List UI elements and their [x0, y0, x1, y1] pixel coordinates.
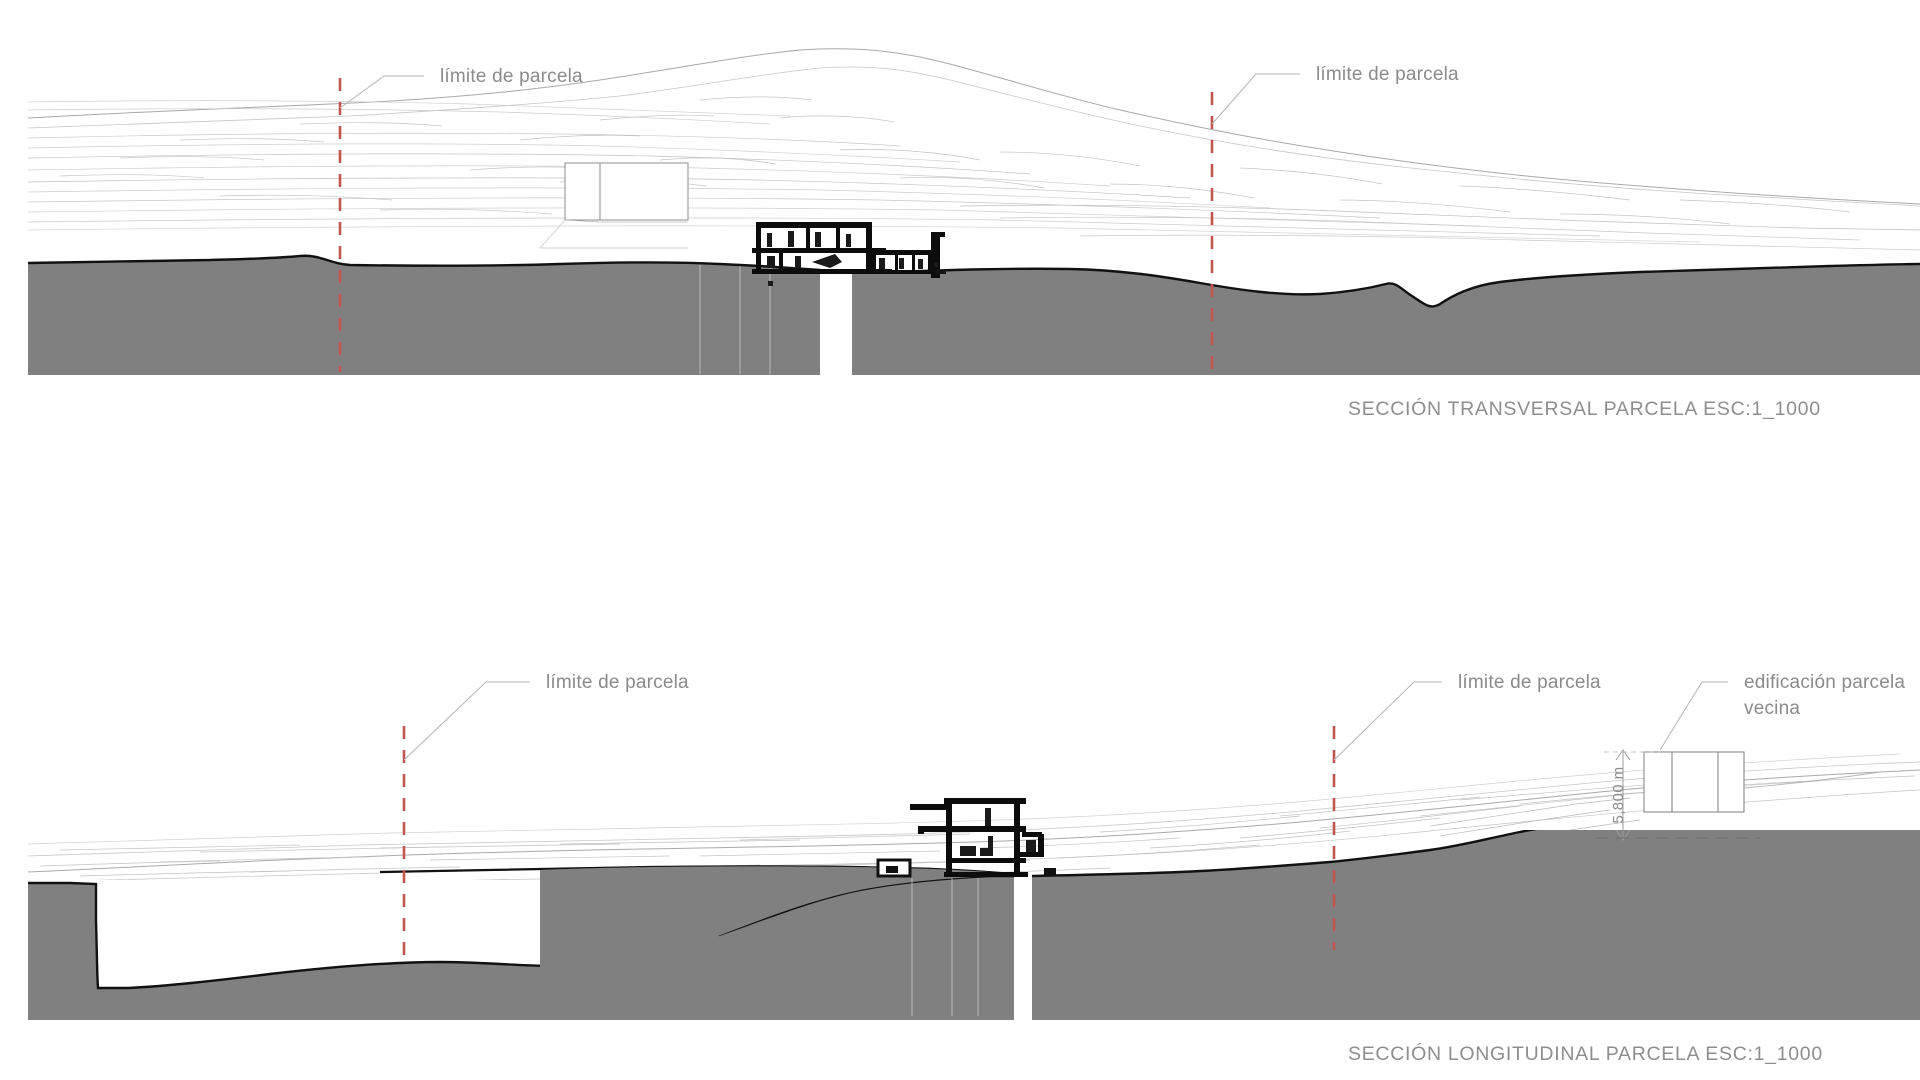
strata-line	[28, 132, 901, 147]
dimension-altura-edificacion-vecina: 5,800 m	[1596, 749, 1760, 841]
ridge-line-main	[28, 48, 1920, 205]
strata-line	[28, 177, 1191, 199]
ground-mass-right-transversal	[852, 262, 1920, 375]
annotation-label: límite de parcela	[440, 66, 583, 87]
section-caption-longitudinal: SECCIÓN LONGITUDINAL PARCELA ESC:1_1000	[1348, 1042, 1823, 1065]
ground-mass-left-transversal	[28, 254, 821, 375]
ground-outline	[28, 881, 98, 920]
section-transversal: límite de parcela límite de parcela SECC…	[28, 48, 1920, 420]
ground-outline	[28, 254, 821, 272]
annotation-limite-parcela-left-longitudinal: límite de parcela	[403, 672, 689, 761]
dimension-value: 5,800 m	[1610, 767, 1627, 824]
annotation-label-line1: edificación parcela	[1744, 672, 1905, 693]
annotation-limite-parcela-right-transversal: límite de parcela	[1211, 64, 1459, 125]
parcel-limit-lines-longitudinal	[402, 726, 1336, 962]
main-building-section-transversal	[752, 222, 946, 286]
ground-fill	[852, 264, 1920, 375]
annotation-label: límite de parcela	[546, 672, 689, 693]
strata-line	[28, 108, 771, 125]
annotation-limite-parcela-right-longitudinal: límite de parcela	[1333, 672, 1601, 761]
section-caption-transversal: SECCIÓN TRANSVERSAL PARCELA ESC:1_1000	[1348, 397, 1821, 420]
section-longitudinal: 5,800 m límite de parcela límite de parc…	[28, 672, 1920, 1065]
strata-line	[28, 143, 961, 163]
ground-fill-right-of-cut	[540, 866, 1014, 1020]
construction-lines-longitudinal	[911, 878, 979, 1016]
ground-outline	[1032, 830, 1538, 878]
annotation-label-line2: vecina	[1744, 698, 1800, 719]
excavation-outline	[94, 874, 1014, 990]
annotation-label: límite de parcela	[1316, 64, 1459, 85]
parcel-limit-lines-transversal	[338, 78, 1214, 372]
annotation-label: límite de parcela	[1458, 672, 1601, 693]
ground-fill	[28, 255, 820, 375]
strata-line	[999, 216, 1861, 241]
terrace-slab	[1044, 868, 1056, 876]
strata-line	[28, 187, 1271, 209]
terrain-hatch	[59, 96, 1851, 225]
strata-line	[28, 153, 1031, 175]
annexe-structure	[876, 858, 912, 878]
ground-outline	[852, 262, 1920, 308]
strata-line	[959, 204, 1920, 231]
strata-line	[28, 197, 1381, 219]
strata-line	[28, 225, 1701, 243]
ridge-line-second	[28, 66, 1920, 207]
background-building-transversal	[539, 162, 689, 249]
ground-fill	[1032, 830, 1920, 1020]
annotation-edificacion-parcela-vecina: edificación parcela vecina	[1659, 672, 1905, 751]
terrain-line	[28, 753, 1901, 845]
main-building-section-longitudinal	[876, 798, 1056, 878]
neighbour-building	[1643, 751, 1881, 813]
annotation-limite-parcela-left-transversal: límite de parcela	[339, 66, 583, 109]
ground-mass-right-longitudinal	[1032, 830, 1920, 1020]
terrain-profile-transversal	[28, 48, 1920, 251]
